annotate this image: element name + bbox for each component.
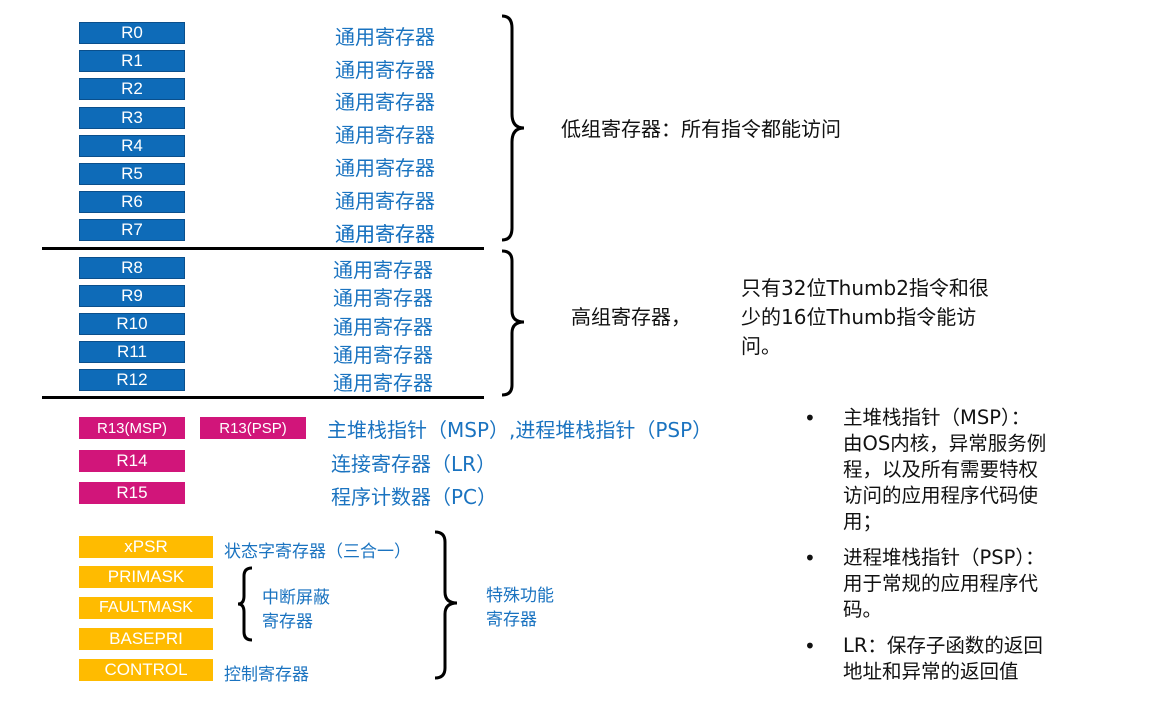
register-desc: 通用寄存器 — [335, 25, 435, 49]
high-group-label: 高组寄存器， — [571, 305, 691, 329]
note-line: 程，以及所有需要特权 — [843, 458, 1039, 481]
divider-line — [42, 247, 484, 250]
register-desc: 通用寄存器 — [333, 371, 433, 395]
bullet-icon: • — [804, 406, 816, 430]
special-brace — [434, 530, 458, 680]
register-r13-psp: R13(PSP) — [200, 417, 306, 439]
register-r15: R15 — [79, 482, 185, 504]
register-desc: 通用寄存器 — [335, 90, 435, 114]
note-line: LR：保存子函数的返回 — [843, 634, 1043, 657]
register-r13-msp: R13(MSP) — [79, 417, 185, 439]
divider-line — [42, 396, 484, 399]
register-desc: 通用寄存器 — [335, 222, 435, 246]
register-r5: R5 — [79, 163, 185, 185]
register-r14: R14 — [79, 450, 185, 472]
register-desc: 通用寄存器 — [333, 258, 433, 282]
special-group-label: 特殊功能 寄存器 — [486, 584, 554, 632]
register-xpsr: xPSR — [79, 536, 213, 558]
register-r2: R2 — [79, 78, 185, 100]
register-r0: R0 — [79, 22, 185, 44]
register-desc: 通用寄存器 — [335, 156, 435, 180]
register-desc: 通用寄存器 — [333, 315, 433, 339]
register-r7: R7 — [79, 219, 185, 241]
note-line: 访问的应用程序代码使 — [843, 484, 1039, 507]
register-r10: R10 — [79, 313, 185, 335]
register-r8: R8 — [79, 257, 185, 279]
register-r4: R4 — [79, 135, 185, 157]
high-group-note: 只有32位Thumb2指令和很 少的16位Thumb指令能访 问。 — [741, 274, 1041, 361]
register-r9: R9 — [79, 285, 185, 307]
register-desc: 通用寄存器 — [335, 123, 435, 147]
note-line: 用于常规的应用程序代 — [843, 572, 1039, 595]
note-line: 码。 — [843, 598, 883, 621]
note-line: 进程堆栈指针（PSP）： — [843, 546, 1045, 569]
high-group-brace — [501, 249, 525, 397]
low-group-label: 低组寄存器：所有指令都能访问 — [561, 117, 841, 141]
register-desc: 通用寄存器 — [335, 189, 435, 213]
notes-list: • 主堆栈指针（MSP）： 由OS内核，异常服务例 程，以及所有需要特权 访问的… — [800, 405, 1100, 695]
mask-label-line: 中断屏蔽 — [262, 588, 330, 608]
register-r12: R12 — [79, 369, 185, 391]
mask-label-line: 寄存器 — [262, 612, 313, 632]
low-group-brace — [501, 14, 525, 242]
register-basepri: BASEPRI — [79, 628, 213, 650]
note-item: • 进程堆栈指针（PSP）： 用于常规的应用程序代 码。 — [800, 545, 1100, 623]
bullet-icon: • — [804, 546, 816, 570]
note-line: 用； — [843, 510, 883, 533]
note-line: 问。 — [741, 334, 781, 358]
pc-desc: 程序计数器（PC） — [331, 485, 498, 509]
register-r1: R1 — [79, 50, 185, 72]
note-line: 少的16位Thumb指令能访 — [741, 305, 977, 329]
xpsr-desc: 状态字寄存器（三合一） — [224, 542, 411, 562]
register-desc: 通用寄存器 — [335, 222, 435, 246]
lr-desc: 连接寄存器（LR） — [331, 452, 497, 476]
bullet-icon: • — [804, 634, 816, 658]
note-line: 只有32位Thumb2指令和很 — [741, 276, 989, 300]
mask-label: 中断屏蔽 寄存器 — [262, 586, 330, 634]
register-control: CONTROL — [79, 659, 213, 681]
register-faultmask: FAULTMASK — [79, 597, 213, 619]
sp-desc: 主堆栈指针（MSP）,进程堆栈指针（PSP） — [327, 418, 713, 442]
note-line: 由OS内核，异常服务例 — [843, 432, 1047, 455]
note-line: 主堆栈指针（MSP）： — [843, 406, 1031, 429]
register-desc: 通用寄存器 — [333, 286, 433, 310]
control-desc: 控制寄存器 — [224, 665, 309, 685]
register-r3: R3 — [79, 107, 185, 129]
register-r6: R6 — [79, 191, 185, 213]
note-item: • 主堆栈指针（MSP）： 由OS内核，异常服务例 程，以及所有需要特权 访问的… — [800, 405, 1100, 535]
register-desc: 通用寄存器 — [335, 58, 435, 82]
special-group-label-line: 寄存器 — [486, 610, 537, 630]
mask-brace — [237, 566, 253, 642]
register-desc: 通用寄存器 — [333, 343, 433, 367]
special-group-label-line: 特殊功能 — [486, 586, 554, 606]
note-item: • LR：保存子函数的返回 地址和异常的返回值 — [800, 633, 1100, 685]
note-line: 地址和异常的返回值 — [843, 660, 1019, 683]
register-r11: R11 — [79, 341, 185, 363]
register-primask: PRIMASK — [79, 566, 213, 588]
